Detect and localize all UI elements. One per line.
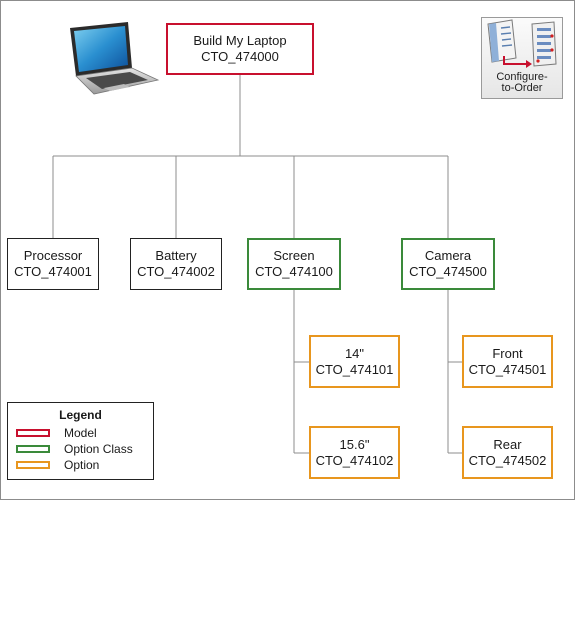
battery-node[interactable]: Battery CTO_474002 [130, 238, 222, 290]
node-name: 15.6" [339, 436, 370, 452]
cto-label: Configure- to-Order [496, 71, 548, 94]
legend-item-option-class: Option Class [16, 442, 133, 456]
node-code: CTO_474501 [468, 361, 547, 377]
legend-item-option: Option [16, 458, 99, 472]
node-name: Battery [155, 248, 197, 263]
node-name: 14" [344, 345, 365, 361]
node-code: CTO_474500 [409, 264, 487, 279]
screen-node[interactable]: Screen CTO_474100 [247, 238, 341, 290]
model-name: Build My Laptop [193, 33, 287, 48]
node-code: CTO_474100 [255, 264, 333, 279]
node-name: Front [492, 345, 523, 361]
node-name: Camera [424, 248, 472, 263]
legend-label: Option [64, 458, 100, 472]
model-swatch-icon [16, 429, 50, 437]
configure-to-order-icon: Configure- to-Order [481, 17, 563, 99]
node-name: Screen [273, 248, 315, 263]
laptop-icon [70, 22, 160, 95]
screen-option-14-node[interactable]: 14" CTO_474101 [309, 335, 400, 388]
processor-node[interactable]: Processor CTO_474001 [7, 238, 99, 290]
node-code: CTO_474502 [468, 452, 547, 468]
legend-title: Legend [59, 408, 102, 422]
model-code: CTO_474000 [201, 49, 279, 64]
model-node[interactable]: Build My Laptop CTO_474000 [166, 23, 314, 75]
node-code: CTO_474102 [315, 452, 394, 468]
connector-lines [52, 75, 462, 454]
node-name: Processor [23, 248, 83, 263]
node-code: CTO_474101 [315, 361, 394, 377]
option-class-swatch-icon [16, 445, 50, 453]
legend: Legend Model Option Class Option [7, 402, 154, 480]
camera-node[interactable]: Camera CTO_474500 [401, 238, 495, 290]
node-name: Rear [493, 436, 522, 452]
camera-option-front-node[interactable]: Front CTO_474501 [462, 335, 553, 388]
camera-option-rear-node[interactable]: Rear CTO_474502 [462, 426, 553, 479]
option-swatch-icon [16, 461, 50, 469]
legend-label: Option Class [64, 442, 133, 456]
node-code: CTO_474002 [137, 264, 215, 279]
document-flow-icon [487, 19, 557, 68]
screen-option-15-6-node[interactable]: 15.6" CTO_474102 [309, 426, 400, 479]
legend-label: Model [64, 426, 97, 440]
legend-item-model: Model [16, 426, 97, 440]
node-code: CTO_474001 [14, 264, 92, 279]
